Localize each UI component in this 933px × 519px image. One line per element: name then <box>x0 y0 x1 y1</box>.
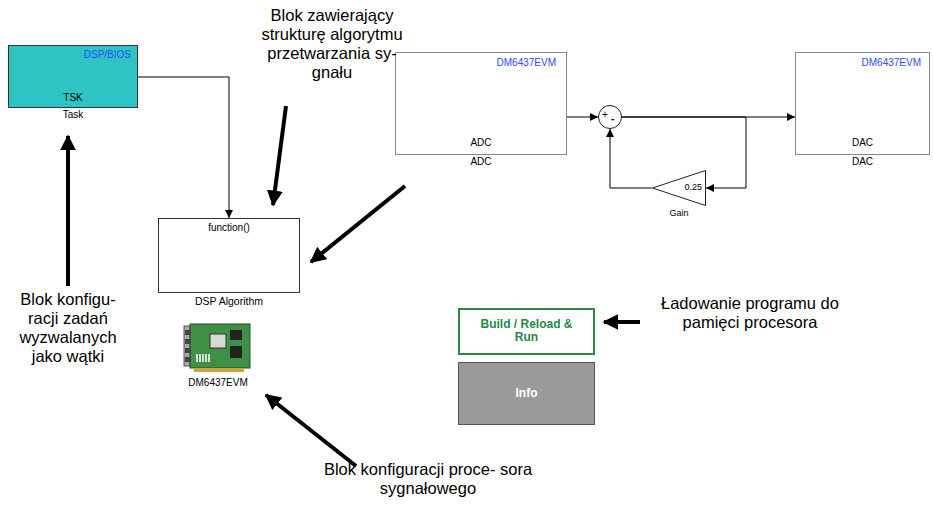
button-label: Build / Reload & Run <box>477 318 577 346</box>
dac-block: DM6437EVMDACDAC <box>795 52 930 155</box>
block-name: DM6437EVM <box>188 377 247 389</box>
callout-text: Blok konfiguracji proce- sora sygnałoweg… <box>318 460 538 498</box>
callout-arrow <box>273 106 286 205</box>
block-name: Task <box>63 109 84 121</box>
build-button: Build / Reload & Run <box>458 308 595 355</box>
callout-text: Ładowanie programu do pamięci procesora <box>650 294 850 332</box>
gain-value: 0.25 <box>684 182 702 192</box>
gain-block: 0.25Gain <box>652 170 706 206</box>
block-tag: DSP/BIOS <box>84 49 131 61</box>
signal-line <box>567 117 598 118</box>
block-name: DAC <box>852 156 873 168</box>
board-outline <box>182 318 254 373</box>
sign-minus: - <box>611 113 614 125</box>
task-block: DSP/BIOSTSKTask <box>8 45 138 108</box>
callout-text: Blok konfigu- racji zadań wyzwalanych ja… <box>12 290 124 366</box>
callout-text: Blok zawierający strukturę algorytmu prz… <box>252 6 412 82</box>
signal-line <box>138 77 229 218</box>
algorithm-block: function()DSP Algorithm <box>158 218 300 293</box>
block-type: TSK <box>63 92 82 104</box>
callout-arrow <box>604 320 640 324</box>
block-type: DAC <box>852 137 873 149</box>
sum-junction: +- <box>598 105 622 129</box>
circle-outline <box>598 105 622 129</box>
block-tag: DM6437EVM <box>862 57 921 69</box>
board-block: DM6437EVM <box>182 318 254 373</box>
callout-arrow <box>266 395 356 466</box>
adc-block: DM6437EVMADCADC <box>395 52 567 155</box>
function-name: function() <box>208 222 250 234</box>
info-button: Info <box>458 362 595 425</box>
callout-arrow <box>311 186 405 262</box>
callout-arrow <box>66 136 70 286</box>
block-name: DSP Algorithm <box>189 295 269 307</box>
block-type: ADC <box>470 137 491 149</box>
signal-line <box>610 129 652 188</box>
button-label: Info <box>516 387 538 401</box>
block-name: Gain <box>669 208 688 218</box>
sign-plus: + <box>602 109 608 121</box>
block-name: ADC <box>470 156 491 168</box>
block-tag: DM6437EVM <box>497 57 556 69</box>
